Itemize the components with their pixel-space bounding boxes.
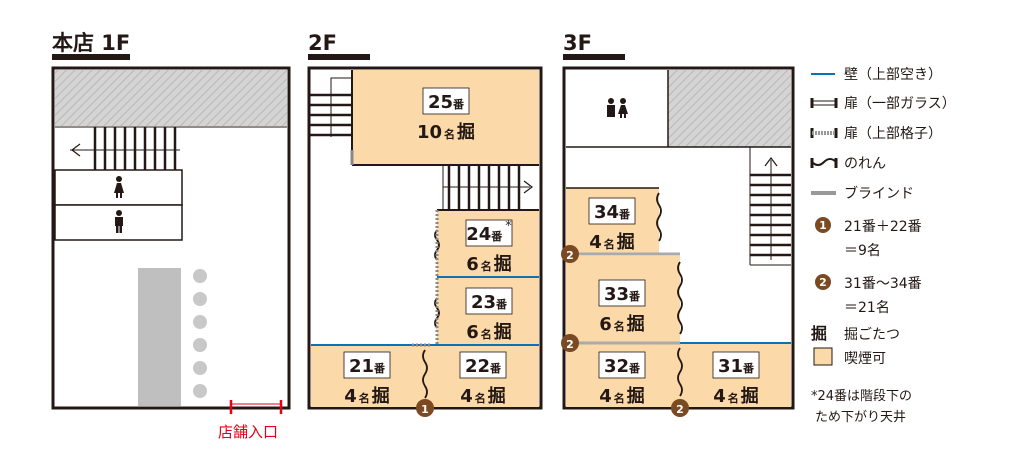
- title-underline: [52, 54, 130, 60]
- restroom-icon: [607, 98, 628, 118]
- room-number: 25番: [428, 92, 465, 113]
- svg-text:2: 2: [676, 403, 684, 416]
- floor-title-2f: 2F: [308, 31, 337, 55]
- svg-text:2: 2: [566, 249, 574, 262]
- room-number-box: [598, 279, 646, 307]
- entrance-label: 店舗入口: [218, 423, 278, 441]
- kotatsu-legend-icon: 掘: [811, 324, 827, 343]
- room-number: 33番: [604, 284, 641, 305]
- legend-group1-total: ＝9名: [844, 243, 881, 259]
- room-number: 32番: [604, 356, 641, 377]
- room-number: 23番: [471, 292, 508, 313]
- stairs-2f-right: [442, 165, 533, 210]
- legend-noren: のれん: [844, 156, 886, 172]
- legend-door-lattice: 扉（上部格子）: [844, 126, 942, 142]
- legend-door-glass: 扉（一部ガラス）: [844, 96, 956, 112]
- hatched-area: [668, 70, 791, 147]
- room-number-box: [712, 351, 760, 379]
- legend-group2: 31番〜34番: [844, 276, 922, 292]
- svg-text:1: 1: [819, 219, 827, 232]
- legend-kotatsu: 掘ごたつ: [844, 327, 900, 343]
- svg-text:1: 1: [421, 403, 429, 416]
- stairs-1f: [70, 127, 180, 170]
- group-marker-2: 2: [671, 399, 689, 417]
- female-restroom-icon: [114, 176, 124, 198]
- group-marker-2: 2: [561, 245, 579, 263]
- room-number-box: [459, 351, 507, 379]
- marker-2-legend-icon: [815, 274, 831, 290]
- stairs-2f-left: [310, 77, 352, 137]
- room-number: 24番*: [466, 219, 512, 245]
- smoking-legend-swatch: [813, 347, 833, 366]
- seat-dots: [193, 269, 207, 398]
- floor-3f: 3F: [562, 31, 795, 410]
- room-number-box: [598, 351, 646, 379]
- glass-door-legend-icon: [810, 98, 838, 108]
- lattice-door-legend-icon: [810, 128, 838, 138]
- legend-note: *24番は階段下の: [811, 389, 912, 404]
- group-marker-2: 2: [561, 334, 579, 352]
- marker-1-legend-icon: [815, 217, 831, 233]
- male-restroom-icon: [115, 210, 123, 233]
- legend-note-2: ため下がり天井: [815, 410, 906, 425]
- room-number-box: [343, 351, 391, 379]
- legend-group2-total: ＝21名: [844, 300, 890, 316]
- noren-legend-icon: [810, 158, 838, 168]
- noren: [656, 192, 683, 397]
- legend: 壁（上部空き） 扉（一部ガラス） 扉（上部格子） のれん ブラインド 1 21番…: [810, 67, 956, 425]
- floor-title-3f: 3F: [563, 31, 592, 55]
- hatched-area: [55, 70, 287, 126]
- legend-blind: ブラインド: [844, 185, 914, 202]
- room-number: 34番: [594, 202, 631, 223]
- room-number: 31番: [718, 356, 755, 377]
- room-number: 21番: [349, 356, 386, 377]
- legend-smoking: 喫煙可: [844, 351, 886, 367]
- counter: [138, 268, 181, 406]
- floor-title-1f: 本店 1F: [52, 31, 130, 55]
- floor-1f: 本店 1F 店舗入口: [51, 31, 291, 441]
- svg-text:2: 2: [566, 338, 574, 351]
- room-25[interactable]: [352, 70, 539, 165]
- legend-group1: 21番＋22番: [844, 219, 922, 235]
- svg-text:2: 2: [819, 276, 827, 289]
- room-number-box: [465, 287, 513, 315]
- room-number-box: [422, 87, 470, 115]
- room-number-box: [588, 197, 636, 225]
- group-marker-1: 1: [416, 399, 434, 417]
- noren: [422, 229, 440, 399]
- room-number: 22番: [465, 356, 502, 377]
- room-number-box: [465, 219, 513, 247]
- entrance-marker: [229, 400, 283, 414]
- stairs-3f: [749, 147, 791, 266]
- legend-wall: 壁（上部空き）: [844, 67, 942, 83]
